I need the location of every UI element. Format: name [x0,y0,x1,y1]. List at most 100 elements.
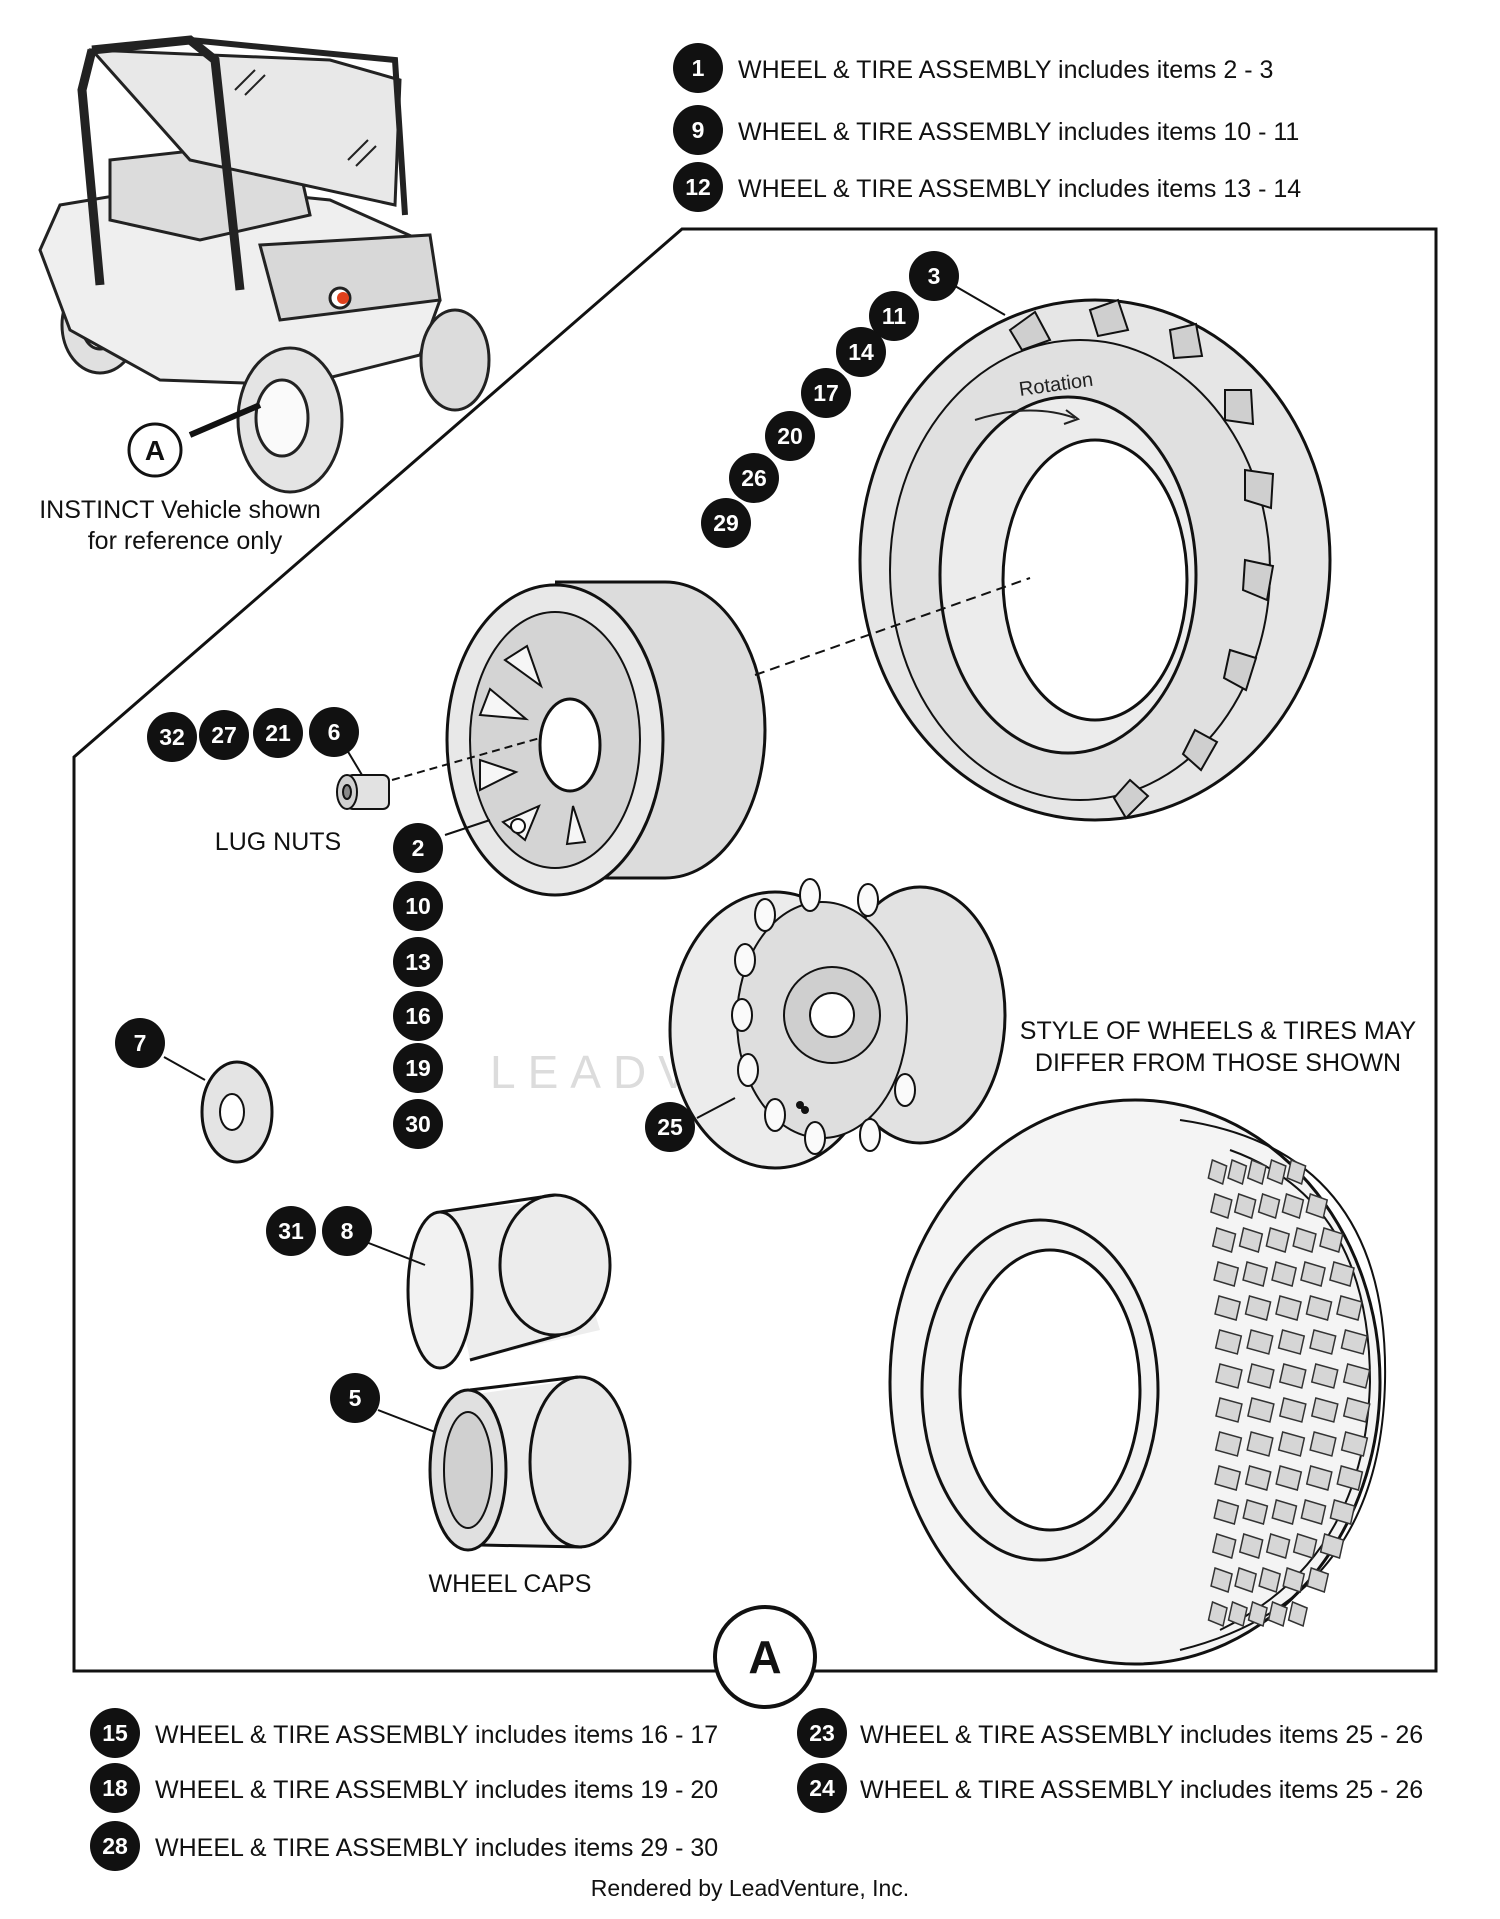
tread-block [1329,1499,1356,1525]
callout-label: 29 [713,510,739,536]
callout-wheel-column: 2 10 13 16 19 30 [393,823,443,1149]
steel-wheel [668,878,1007,1170]
tread-block [1265,1533,1291,1559]
tread-block [1257,1193,1281,1219]
detail-marker-small [127,422,183,478]
callout-label: 7 [134,1030,147,1056]
assembly-line-tire [754,577,1031,676]
callout-label: 10 [405,893,431,919]
tread-block [1214,1465,1242,1491]
callout-cap: 5 [330,1373,380,1423]
tread-block [1275,1465,1303,1491]
detail-marker-large-letter: A [748,1631,781,1683]
tread-block [1329,1261,1355,1287]
callout-label: 2 [412,835,425,861]
callout-label: 13 [405,949,431,975]
callout-lug-row: 32 27 21 6 [147,707,359,762]
tread-block [1258,1567,1282,1593]
legend-text: WHEEL & TIRE ASSEMBLY includes items 13 … [738,175,1301,203]
tread-block [1213,1499,1240,1525]
style-note-line1: STYLE OF WHEELS & TIRES MAY [1020,1017,1417,1045]
callout-label: 11 [882,303,907,329]
detail-marker-small-letter: A [145,435,165,466]
tread-block [1233,1193,1257,1219]
legend-text: WHEEL & TIRE ASSEMBLY includes items 25 … [860,1776,1423,1804]
tread-block [1215,1363,1243,1389]
legend-text: WHEEL & TIRE ASSEMBLY includes items 10 … [738,118,1299,146]
washer [200,1060,274,1164]
callout-label: 21 [265,720,291,746]
legend-num: 15 [102,1720,128,1746]
lug-nut [336,774,390,810]
tread-block [1227,1600,1248,1628]
tread-block [1278,1363,1307,1389]
vehicle-note-line1: INSTINCT Vehicle shown [39,496,321,524]
detail-pointer [188,402,262,438]
tread-block [1309,1431,1337,1457]
tread-block [1213,1261,1240,1287]
callout-label: 25 [657,1114,683,1140]
vehicle-note-line2: for reference only [88,527,283,555]
center-cap-cup [406,1193,612,1370]
tread-block [1278,1397,1307,1423]
tread-block [1310,1363,1339,1389]
tread-block [1215,1397,1243,1423]
callout-label: 20 [777,423,803,449]
callout-label: 16 [405,1003,431,1029]
callout-tire-column: 3 11 14 17 20 26 29 [701,251,959,548]
leader-lines [163,285,1006,1433]
tread-block [1247,1397,1275,1423]
vehicle-illustration [38,35,491,494]
callout-washer: 7 [115,1018,165,1068]
legend-num: 18 [102,1775,128,1801]
legend-num: 1 [692,55,705,81]
legend-text: WHEEL & TIRE ASSEMBLY includes items 2 -… [738,56,1273,84]
callout-label: 8 [341,1218,354,1244]
detail-marker-large [713,1605,817,1709]
legend-text: WHEEL & TIRE ASSEMBLY includes items 16 … [155,1721,718,1749]
tread-block [1265,1227,1291,1253]
tread-block [1292,1533,1318,1559]
wheel-caps-label: WHEEL CAPS [428,1570,591,1598]
callout-label: 14 [848,339,874,365]
tread-block [1281,1193,1305,1219]
tread-block [1336,1295,1363,1321]
tread-block [1306,1567,1330,1593]
tread-block [1319,1533,1345,1559]
tread-block [1300,1261,1326,1287]
callout-cap-pair: 31 8 [266,1206,372,1256]
legend-text: WHEEL & TIRE ASSEMBLY includes items 29 … [155,1834,718,1862]
tread-block [1266,1158,1287,1186]
tread-block [1242,1499,1269,1525]
tread-block [1271,1499,1298,1525]
legend-text: WHEEL & TIRE ASSEMBLY includes items 19 … [155,1776,718,1804]
tread-block [1214,1295,1241,1321]
tread-block [1275,1295,1302,1321]
tread-block [1287,1600,1308,1628]
turf-tread-pattern [1207,1158,1371,1628]
legend-top: 1 WHEEL & TIRE ASSEMBLY includes items 2… [673,43,1301,212]
tread-block [1214,1329,1243,1355]
tread-block [1277,1431,1306,1457]
tread-block [1207,1600,1228,1628]
tread-block [1286,1158,1307,1186]
callout-label: 5 [349,1385,362,1411]
tread-block [1277,1329,1306,1355]
footer-credit: Rendered by LeadVenture, Inc. [591,1875,909,1901]
tread-block [1247,1600,1268,1628]
offroad-tire [858,298,1332,822]
tread-block [1292,1227,1317,1253]
tread-block [1247,1363,1275,1389]
tread-block [1244,1295,1272,1321]
tread-block [1267,1600,1288,1628]
tread-block [1246,1431,1274,1457]
tread-block [1244,1465,1272,1491]
callout-label: 3 [928,263,941,289]
callout-label: 19 [405,1055,431,1081]
tread-block [1238,1227,1264,1253]
tread-block [1340,1329,1369,1355]
alloy-wheel [445,580,767,897]
rotation-arrow [974,409,1076,421]
tread-block [1234,1567,1257,1593]
